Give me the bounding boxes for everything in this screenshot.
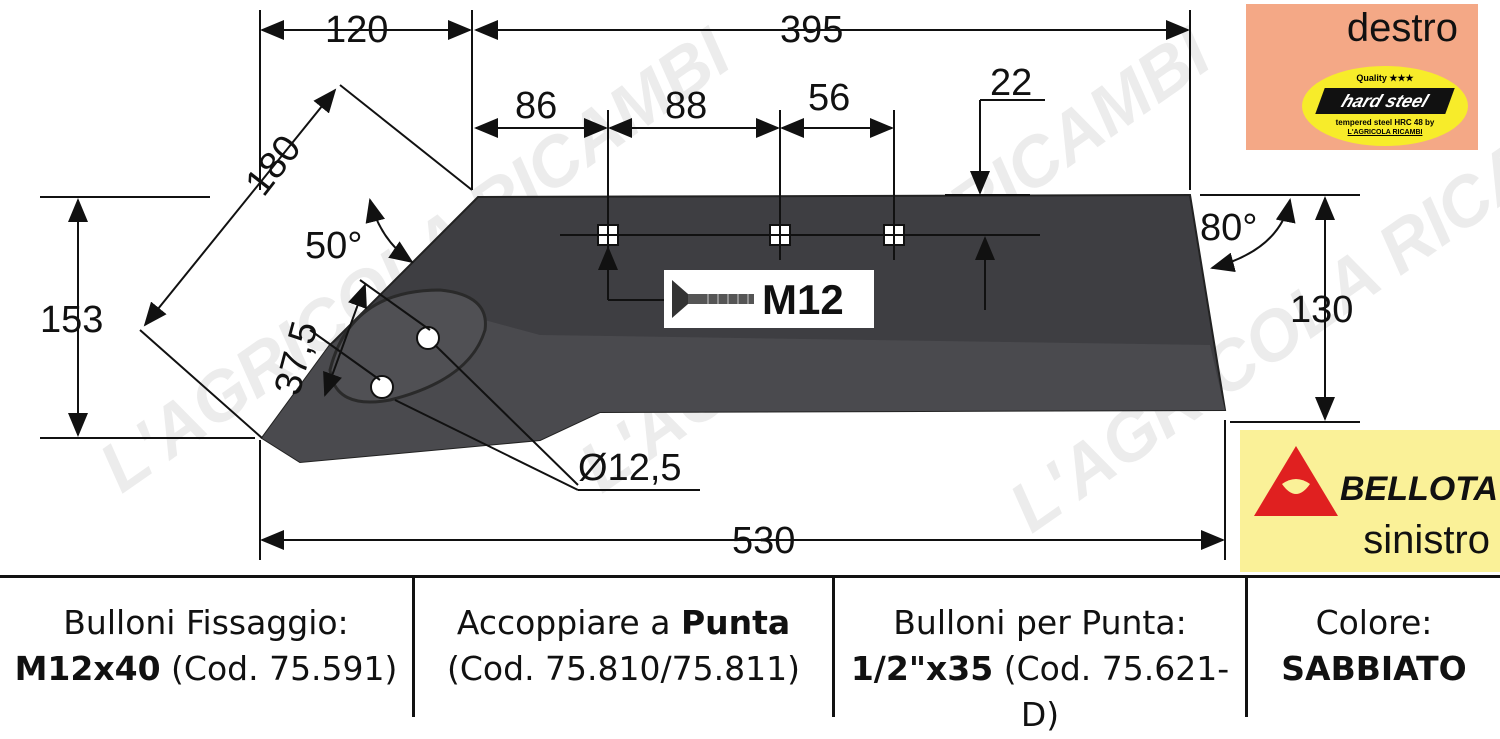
bellota-logo-icon [1254, 446, 1338, 516]
bolt-callout: M12 [664, 270, 874, 328]
spec-value: (Cod. 75.591) [160, 649, 398, 689]
spec-tip-bolts: Bulloni per Punta: 1/2"x35 (Cod. 75.621-… [835, 578, 1248, 734]
quality-text: Quality ★★★ [1356, 73, 1414, 83]
bolt-label: M12 [762, 276, 844, 323]
spec-label: Accoppiare a [456, 603, 681, 642]
spec-table: Bulloni Fissaggio: M12x40 (Cod. 75.591) … [0, 575, 1500, 734]
spec-value: (Cod. 75.621-D) [993, 649, 1230, 735]
spec-label: Bulloni per Punta: [893, 603, 1187, 642]
dim-hole-spacing-1: 86 [515, 85, 557, 127]
slot [328, 288, 487, 404]
dim-tip-length: 120 [325, 9, 388, 51]
spec-label: Bulloni Fissaggio: [63, 603, 349, 642]
dim-hole-offset: 22 [990, 62, 1032, 104]
dim-height-right: 130 [1290, 289, 1353, 331]
side-label-destro: destro [1346, 6, 1458, 50]
brand-bellota: BELLOTA [1340, 470, 1499, 508]
dim-total-length: 530 [732, 520, 795, 562]
spec-fixing-bolts: Bulloni Fissaggio: M12x40 (Cod. 75.591) [0, 578, 415, 717]
dim-angle-left: 50° [305, 225, 362, 267]
blade-bevel [262, 300, 1225, 462]
maker-text: L'AGRICOLA RICAMBI [1347, 129, 1423, 136]
dim-blade-length: 395 [780, 9, 843, 51]
dim-hole-spacing-2: 88 [665, 85, 707, 127]
round-hole [370, 375, 394, 399]
side-label-sinistro: sinistro [1363, 518, 1490, 562]
spec-label-bold: Punta [680, 603, 791, 642]
tempered-text: tempered steel HRC 48 by [1335, 118, 1435, 127]
badge-destro: destro Quality ★★★ hard steel tempered s… [1246, 4, 1478, 150]
spec-value-bold: 1/2"x35 [850, 649, 994, 689]
bolt-icon [672, 280, 754, 318]
hard-steel-text: hard steel [1315, 88, 1455, 114]
dim-diagonal: 180 [237, 128, 309, 204]
spec-value: (Cod. 75.810/75.811) [447, 649, 800, 689]
dim-angle-right: 80° [1200, 207, 1257, 249]
blade-drawing: 120 395 86 88 56 22 180 50° 80° 153 130 … [40, 9, 1360, 562]
round-hole [416, 326, 440, 350]
badge-sinistro: BELLOTA sinistro [1240, 430, 1500, 572]
dim-height-left: 153 [40, 299, 103, 341]
spec-color: Colore: SABBIATO [1248, 578, 1500, 717]
spec-label: Colore: [1315, 603, 1433, 642]
dim-hole-diameter: Ø12,5 [578, 447, 682, 489]
hard-steel-logo: Quality ★★★ hard steel tempered steel HR… [1302, 66, 1468, 146]
dim-hole-spacing-3: 56 [808, 77, 850, 119]
spec-matching-tip: Accoppiare a Punta (Cod. 75.810/75.811) [415, 578, 835, 717]
spec-value-bold: SABBIATO [1281, 649, 1467, 689]
spec-value-bold: M12x40 [14, 649, 161, 689]
